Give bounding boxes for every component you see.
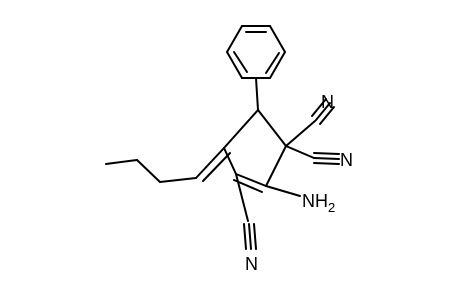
- amino-subscript: 2: [328, 200, 335, 215]
- bond-ring-c6-c1: [257, 109, 287, 147]
- bond-phenyl-to-ring: [255, 77, 259, 111]
- triple-bond-upper-3: [319, 106, 335, 125]
- butylidene-chain: [105, 147, 231, 183]
- bond-phenyl-5: [226, 51, 243, 79]
- bond-phenyl-3: [269, 51, 286, 79]
- bond-ring-c4-c5: [223, 109, 259, 149]
- triple-bond-lower-2: [313, 152, 340, 155]
- bond-phenyl-3-inner: [265, 52, 280, 74]
- bond-phenyl-2: [269, 25, 286, 53]
- bond-chain-3: [105, 159, 138, 165]
- triple-bond-lower-3: [313, 162, 340, 165]
- triple-bond-upper: [315, 102, 331, 121]
- ring-nitrile-group: [235, 173, 257, 250]
- triple-bond-lower: [313, 157, 340, 160]
- cyclohexene-ring: [223, 77, 287, 193]
- nitrogen-label-bottom: N: [245, 254, 258, 274]
- bond-exocyclic-double-2: [202, 152, 231, 182]
- bond-chain-2: [136, 159, 161, 183]
- triple-bond-bottom-2: [243, 223, 247, 250]
- bond-c2-to-nh2: [265, 185, 301, 197]
- bond-c3-to-cn: [235, 173, 249, 222]
- amino-group: [265, 185, 301, 197]
- triple-bond-bottom-3: [253, 223, 257, 250]
- bond-ring-c2-c3: [235, 173, 267, 187]
- bond-c1-to-cn-lower: [285, 145, 315, 159]
- phenyl-ring: [226, 25, 286, 79]
- nitrogen-label-mid: N: [340, 150, 353, 170]
- bond-exocyclic-double: [195, 147, 225, 179]
- nitrogen-label-top: N: [321, 92, 334, 112]
- bond-phenyl-5-inner: [233, 51, 248, 73]
- triple-bond-upper-2: [311, 98, 327, 117]
- amino-label: NH2: [302, 191, 335, 215]
- bond-ring-c3-c4: [223, 147, 237, 175]
- bond-phenyl-6: [226, 25, 243, 53]
- triple-bond-bottom: [248, 223, 252, 250]
- bond-chain-1: [159, 177, 197, 183]
- amino-prefix: NH: [302, 191, 328, 211]
- bond-ring-c1-c2: [265, 145, 287, 187]
- gem-dinitrile-group: [285, 98, 340, 165]
- bond-c1-to-cn-upper: [285, 120, 316, 147]
